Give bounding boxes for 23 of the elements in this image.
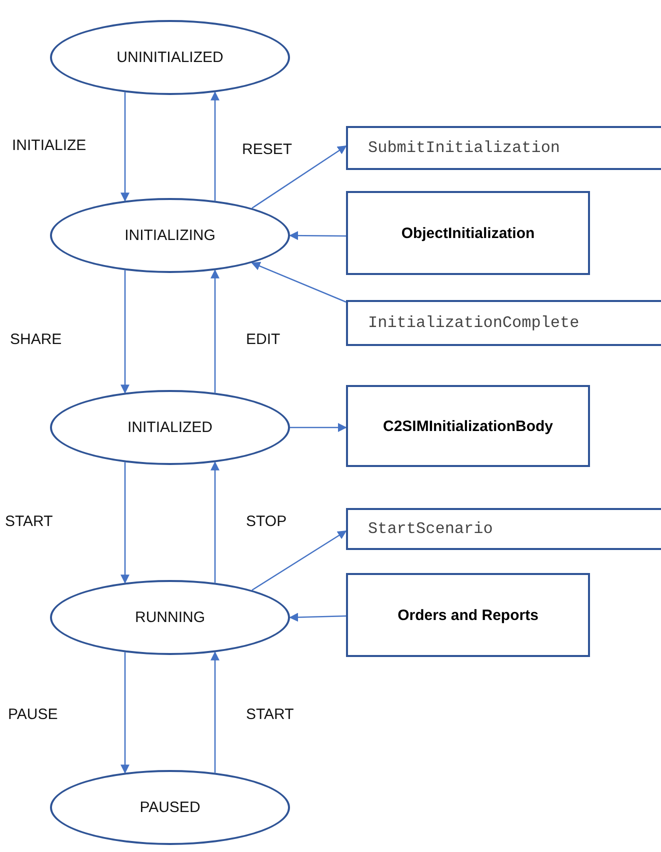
message-label: SubmitInitialization <box>368 139 560 157</box>
arrow <box>290 423 347 432</box>
state-label: RUNNING <box>135 609 205 626</box>
message-box <box>346 126 661 170</box>
message-label: C2SIMInitializationBody <box>382 418 553 434</box>
message-label: StartScenario <box>368 520 493 538</box>
message-label: ObjectInitialization <box>401 224 535 242</box>
message-box <box>346 573 590 657</box>
arrow <box>289 231 346 240</box>
message-label: Orders and Reports <box>398 606 538 624</box>
message-box <box>346 300 661 346</box>
state-label: PAUSED <box>140 799 200 816</box>
message-box <box>346 508 661 550</box>
message-box <box>346 191 590 275</box>
arrow <box>251 262 346 303</box>
state-label: INITIALIZED <box>127 419 212 436</box>
message-box <box>346 385 590 467</box>
arrow <box>252 530 347 591</box>
state-label: UNINITIALIZED <box>116 49 224 66</box>
arrow <box>252 145 347 209</box>
state-label: INITIALIZING <box>124 227 216 244</box>
message-label: InitializationComplete <box>368 314 580 332</box>
arrow <box>289 612 346 622</box>
